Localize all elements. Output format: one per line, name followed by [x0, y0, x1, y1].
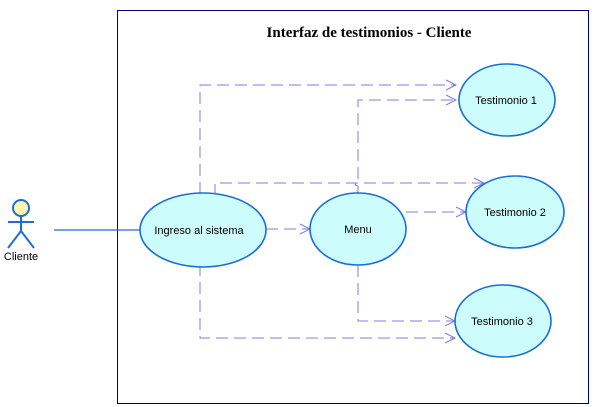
use-case-label: Testimonio 3 — [471, 316, 533, 328]
use-case-testimonio-3[interactable]: Testimonio 3 — [454, 284, 552, 358]
use-case-testimonio-1[interactable]: Testimonio 1 — [458, 63, 556, 137]
actor-cliente[interactable]: Cliente — [4, 199, 38, 263]
use-case-label: Testimonio 2 — [484, 207, 546, 219]
actor-label: Cliente — [4, 251, 38, 263]
dependency-login-to-t3 — [199, 264, 457, 344]
use-case-menu[interactable]: Menu — [309, 192, 407, 266]
use-case-ingreso-al-sistema[interactable]: Ingreso al sistema — [139, 192, 267, 268]
use-case-label: Menu — [344, 224, 372, 236]
use-case-label: Testimonio 1 — [475, 95, 537, 107]
dependency-menu-to-t1 — [354, 94, 458, 194]
stick-figure-actor-icon — [7, 199, 35, 249]
use-case-label: Ingreso al sistema — [154, 225, 244, 237]
dependency-login-to-t1 — [199, 79, 458, 194]
use-case-testimonio-2[interactable]: Testimonio 2 — [465, 175, 565, 249]
dependency-login-to-t2 — [214, 177, 486, 196]
diagram-title: Interfaz de testimonios - Cliente — [267, 25, 472, 41]
